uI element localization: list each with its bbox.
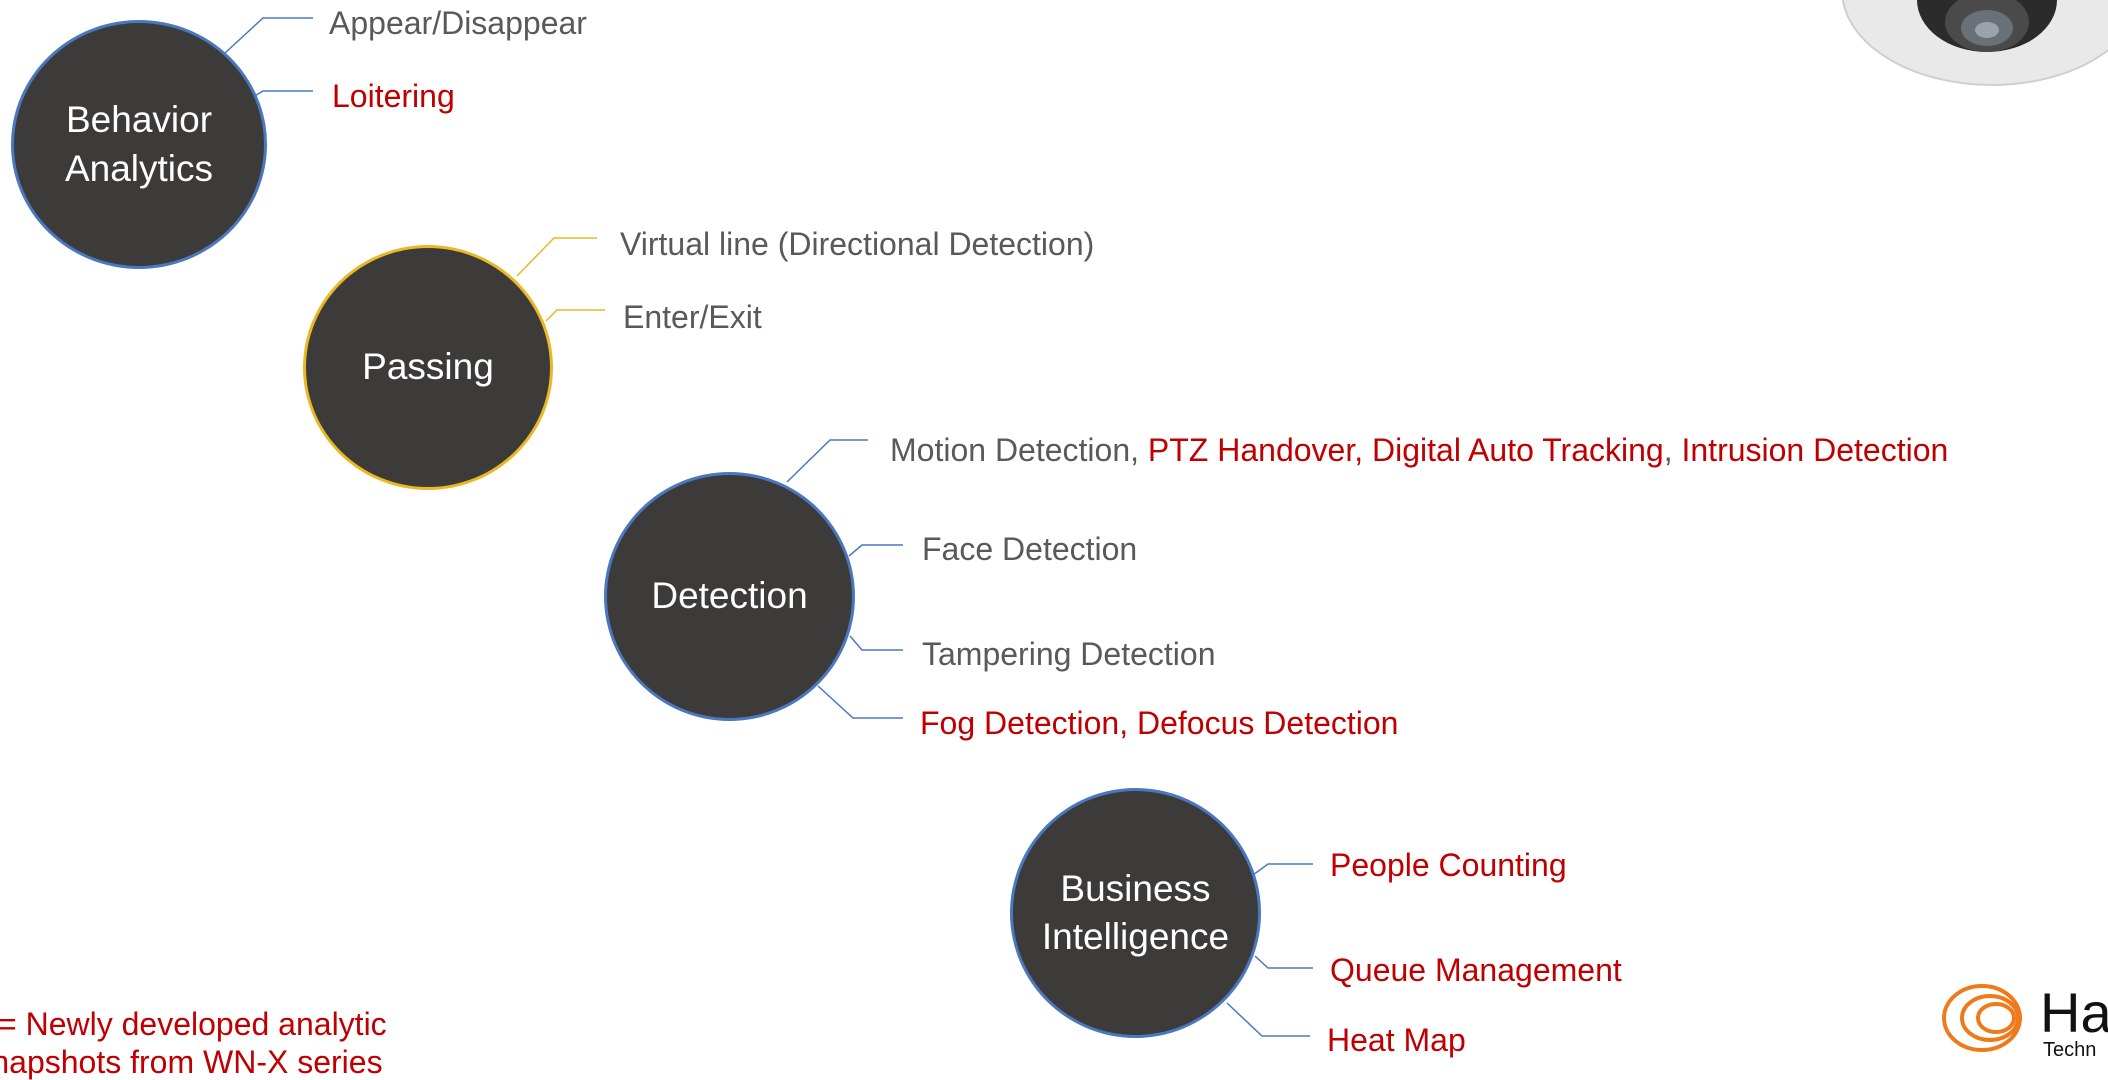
label-heat-map: Heat Map xyxy=(1327,1022,1466,1058)
passing-node: Passing xyxy=(303,245,553,490)
label-fog-defocus: Fog Detection, Defocus Detection xyxy=(920,705,1399,741)
label-appear-disappear: Appear/Disappear xyxy=(329,5,587,41)
label-loitering: Loitering xyxy=(332,78,455,114)
label-enter-exit: Enter/Exit xyxy=(623,299,762,335)
label-face-detection: Face Detection xyxy=(922,531,1138,567)
business-line1: Business xyxy=(1060,867,1211,909)
connector-people xyxy=(1252,863,1313,876)
logo-brand-text: Ha xyxy=(2040,981,2108,1044)
connector-lines xyxy=(224,17,1313,1037)
connector-motion xyxy=(786,439,868,483)
behavior-analytics-node: Behavior Analytics xyxy=(11,20,267,269)
connector-enter-exit xyxy=(545,309,605,322)
label-virtual-line: Virtual line (Directional Detection) xyxy=(620,226,1095,262)
swirl-logo-icon xyxy=(1942,984,2022,1052)
motion-red-part: PTZ Handover, Digital Auto Tracking xyxy=(1147,432,1664,468)
label-people-counting: People Counting xyxy=(1330,847,1567,883)
detection-node: Detection xyxy=(604,472,855,721)
legend-line2: Snapshots from WN-X series xyxy=(0,1044,383,1080)
business-line2: Intelligence xyxy=(1041,916,1230,957)
logo-sub-text: Techn xyxy=(2043,1039,2097,1061)
connector-queue xyxy=(1254,955,1313,969)
business-intelligence-node: Business Intelligence xyxy=(1010,788,1261,1038)
label-queue-management: Queue Management xyxy=(1330,952,1622,988)
motion-separator: , xyxy=(1663,432,1682,468)
connector-appear xyxy=(224,17,313,54)
connector-fog xyxy=(817,685,903,719)
connector-tampering xyxy=(849,635,903,651)
connector-virtual-line xyxy=(516,237,597,277)
detection-label: Detection xyxy=(651,575,808,617)
label-tampering-detection: Tampering Detection xyxy=(922,636,1216,672)
label-motion-detection: Motion Detection, PTZ Handover, Digital … xyxy=(890,434,1948,466)
motion-gray-part: Motion Detection, xyxy=(890,432,1148,468)
behavior-line1: Behavior xyxy=(65,99,213,141)
connector-loitering xyxy=(252,90,313,98)
connector-heatmap xyxy=(1226,1002,1310,1037)
behavior-line2: Analytics xyxy=(64,147,214,189)
motion-red-part2: Intrusion Detection xyxy=(1681,432,1949,468)
legend-line1: = Newly developed analytic xyxy=(0,1006,387,1042)
dome-camera-icon xyxy=(1841,0,2108,86)
passing-label: Passing xyxy=(362,346,494,388)
connector-face xyxy=(848,544,903,557)
